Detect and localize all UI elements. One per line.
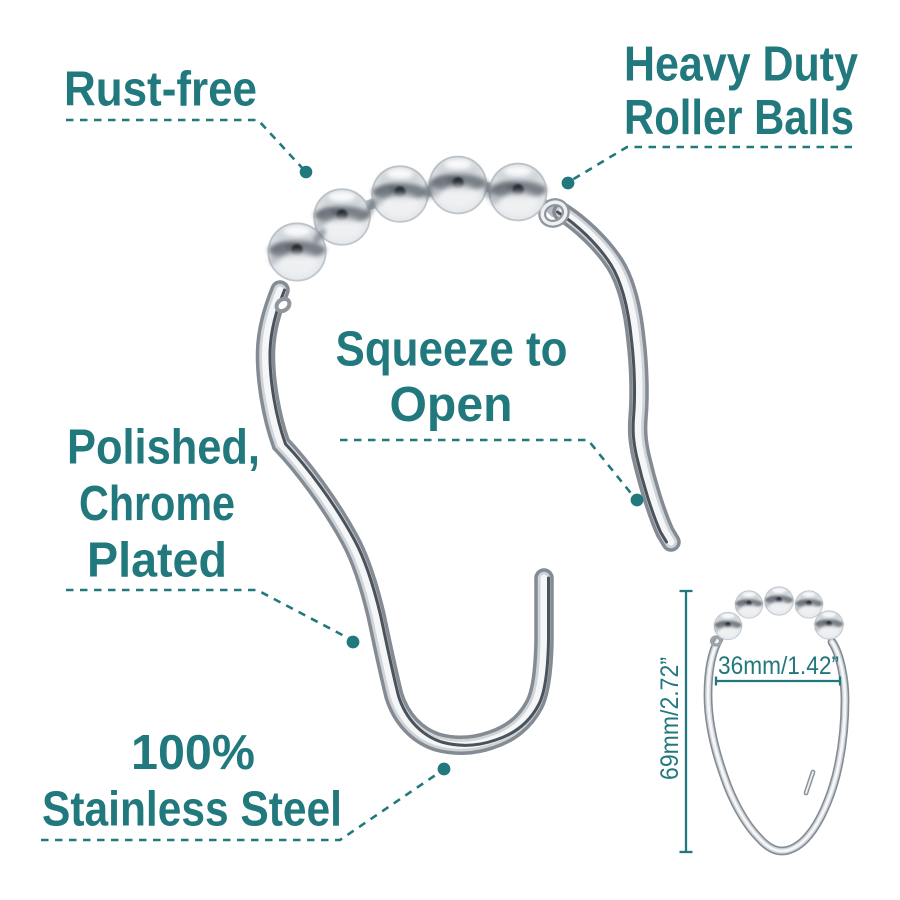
svg-text:Heavy Duty: Heavy Duty	[624, 38, 858, 92]
svg-text:Chrome: Chrome	[79, 477, 235, 531]
svg-text:69mm/2.72”: 69mm/2.72”	[656, 657, 684, 780]
svg-text:Squeeze to: Squeeze to	[336, 323, 568, 377]
svg-text:36mm/1.42”: 36mm/1.42”	[718, 652, 839, 680]
svg-text:Plated: Plated	[87, 534, 227, 588]
svg-text:Roller Balls: Roller Balls	[624, 91, 854, 145]
svg-text:Open: Open	[390, 378, 513, 432]
svg-text:Rust-free: Rust-free	[64, 63, 257, 117]
svg-text:Polished,: Polished,	[67, 421, 260, 475]
svg-text:100%: 100%	[131, 726, 255, 780]
svg-text:Stainless Steel: Stainless Steel	[42, 783, 342, 837]
